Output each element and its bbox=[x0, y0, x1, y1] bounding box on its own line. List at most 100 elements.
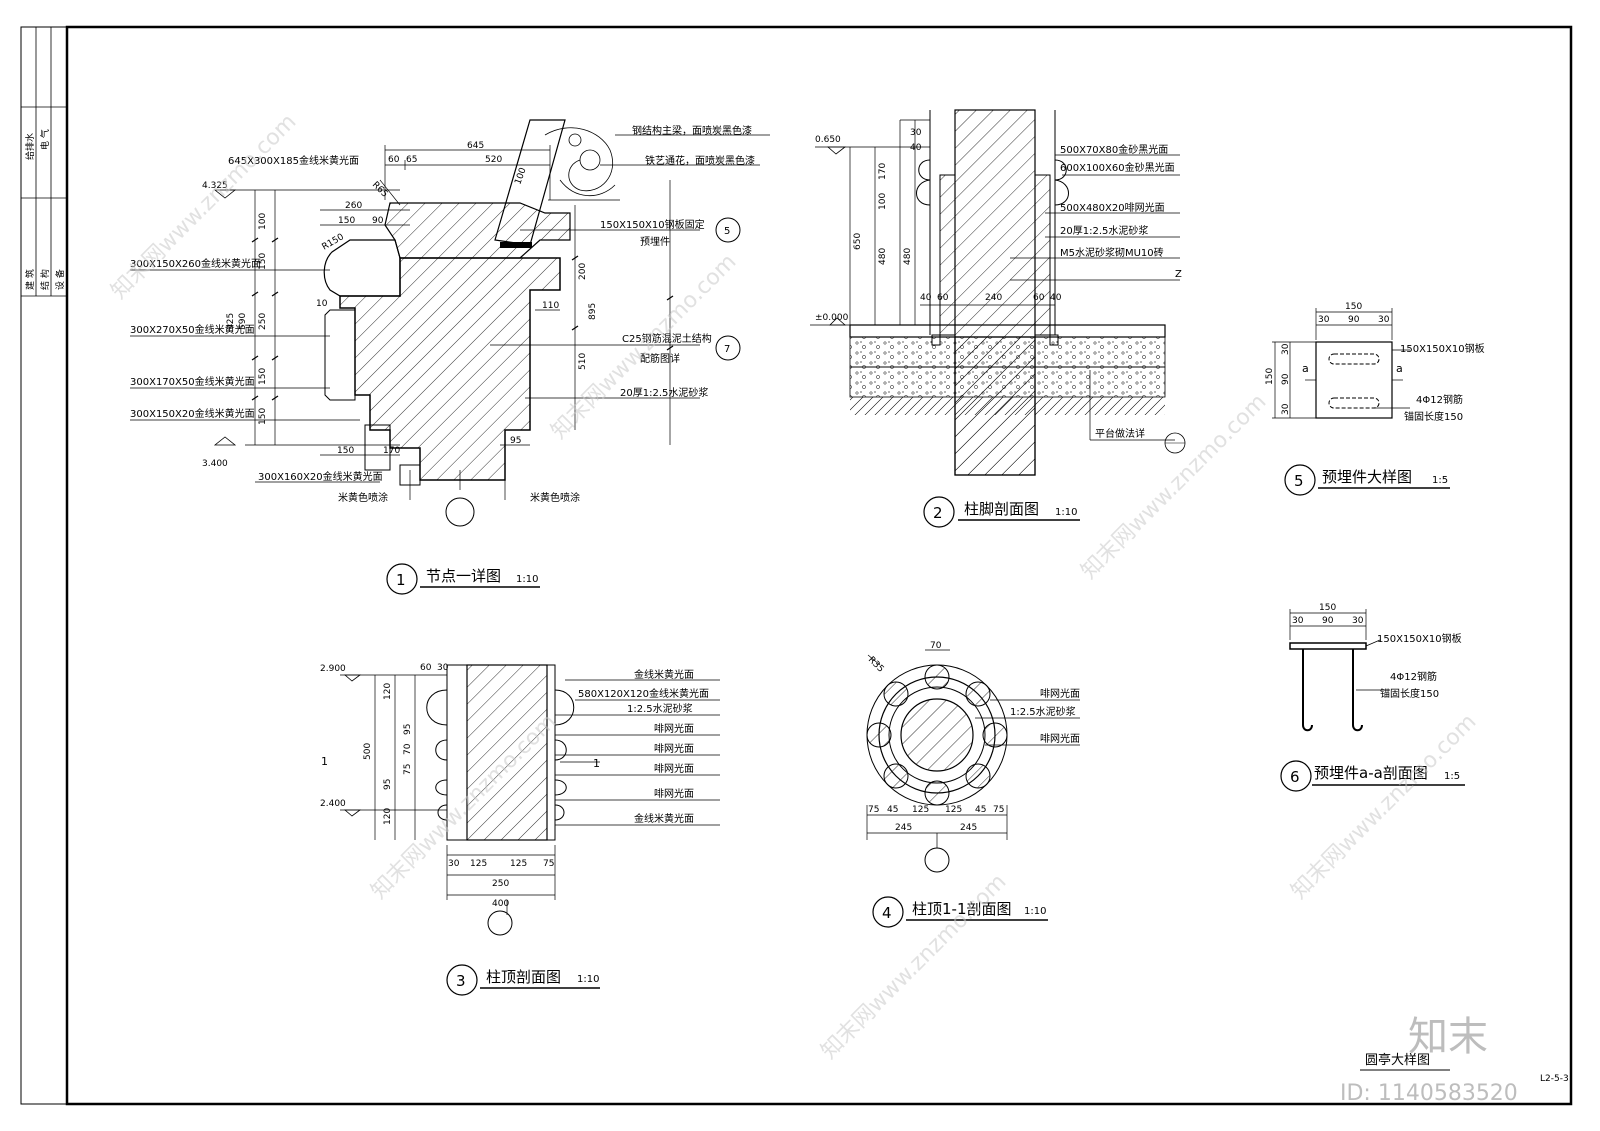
svg-text:650: 650 bbox=[853, 233, 863, 250]
d3-label-5: 啡网光面 bbox=[654, 742, 694, 755]
svg-text:40: 40 bbox=[1050, 293, 1062, 303]
svg-text:30: 30 bbox=[1281, 403, 1291, 415]
d1-label-moulding4: 300X150X20金线米黄光面 bbox=[130, 407, 255, 420]
d2-label-6: Z bbox=[1175, 269, 1182, 280]
svg-text:R35: R35 bbox=[866, 655, 886, 675]
svg-text:125: 125 bbox=[510, 859, 527, 869]
d5-label-anchor: 锚固长度150 bbox=[1404, 410, 1463, 423]
svg-text:90: 90 bbox=[1348, 315, 1360, 325]
detail5-number: 5 bbox=[1294, 472, 1304, 490]
svg-text:R65: R65 bbox=[370, 180, 390, 200]
side-text-5: 设 备 bbox=[54, 269, 66, 290]
detail4-lobes bbox=[866, 664, 1008, 806]
detail-1: 100 bbox=[130, 119, 770, 595]
d1-label-paint-left: 米黄色喷涂 bbox=[338, 491, 388, 504]
svg-text:75: 75 bbox=[993, 805, 1004, 815]
d2-label-5: M5水泥砂浆砌MU10砖 bbox=[1060, 246, 1164, 259]
svg-text:30: 30 bbox=[437, 663, 449, 673]
svg-text:45: 45 bbox=[887, 805, 898, 815]
d6-label-anchor: 锚固长度150 bbox=[1380, 687, 1439, 700]
watermark-id: ID: 1140583520 bbox=[1340, 1081, 1518, 1106]
svg-text:120: 120 bbox=[383, 808, 393, 825]
d5-label-rebar: 4Φ12钢筋 bbox=[1416, 393, 1463, 406]
svg-text:590: 590 bbox=[238, 313, 248, 330]
detail3-column bbox=[466, 664, 548, 841]
svg-text:75: 75 bbox=[543, 859, 554, 869]
svg-text:895: 895 bbox=[588, 303, 598, 320]
svg-text:100: 100 bbox=[878, 193, 888, 210]
detail5-scale: 1:5 bbox=[1432, 475, 1448, 486]
svg-text:60: 60 bbox=[937, 293, 949, 303]
d1-label-plate: 150X150X10钢板固定 bbox=[600, 218, 705, 231]
svg-text:40: 40 bbox=[920, 293, 932, 303]
svg-text:60: 60 bbox=[420, 663, 432, 673]
detail4-number: 4 bbox=[882, 904, 892, 922]
svg-text:30: 30 bbox=[1352, 616, 1364, 626]
svg-text:100: 100 bbox=[258, 213, 268, 230]
svg-text:75: 75 bbox=[868, 805, 879, 815]
svg-text:645: 645 bbox=[467, 141, 484, 151]
svg-text:65: 65 bbox=[406, 155, 417, 165]
svg-text:a: a bbox=[1302, 362, 1309, 375]
svg-text:±0.000: ±0.000 bbox=[815, 313, 849, 323]
d1-label-rebar: 配筋图详 bbox=[640, 352, 680, 365]
detail1-iron-flower bbox=[544, 127, 620, 201]
detail4-title: 柱顶1-1剖面图 bbox=[912, 900, 1012, 918]
d2-label-2: 600X100X60金砂黑光面 bbox=[1060, 161, 1175, 174]
detail6-plate bbox=[1289, 642, 1367, 650]
d1-label-moulding3: 300X170X50金线米黄光面 bbox=[130, 375, 255, 388]
d3-label-7: 啡网光面 bbox=[654, 787, 694, 800]
detail3-number: 3 bbox=[456, 972, 466, 990]
watermark-logo: 知末 bbox=[1408, 1014, 1488, 1060]
d4-label-2: 1:2.5水泥砂浆 bbox=[1010, 705, 1076, 718]
detail1-scale: 1:10 bbox=[516, 574, 538, 585]
d1-label-embed: 预埋件 bbox=[640, 236, 670, 248]
sheet-inner-frame bbox=[65, 25, 1573, 1106]
d3-label-3: 1:2.5水泥砂浆 bbox=[627, 702, 693, 715]
svg-text:125: 125 bbox=[470, 859, 487, 869]
d5-label-plate: 150X150X10钢板 bbox=[1400, 342, 1485, 355]
sheet-frame bbox=[20, 26, 1572, 1105]
d2-label-7: 平台做法详 bbox=[1095, 427, 1145, 440]
d1-label-beam: 钢结构主梁，面喷炭黑色漆 bbox=[632, 124, 752, 137]
svg-text:R150: R150 bbox=[321, 232, 347, 253]
svg-text:知末网www.znzmo.com: 知末网www.znzmo.com bbox=[1287, 709, 1482, 904]
detail1-moulding bbox=[323, 239, 401, 297]
svg-text:30: 30 bbox=[1318, 315, 1330, 325]
svg-text:2.900: 2.900 bbox=[320, 664, 346, 674]
svg-text:925: 925 bbox=[226, 313, 236, 330]
svg-text:1: 1 bbox=[593, 757, 600, 770]
svg-text:170: 170 bbox=[878, 163, 888, 180]
svg-text:95: 95 bbox=[510, 436, 521, 446]
d3-label-6: 啡网光面 bbox=[654, 762, 694, 775]
svg-text:245: 245 bbox=[895, 823, 912, 833]
side-text-4: 结 构 bbox=[39, 269, 51, 290]
svg-text:250: 250 bbox=[258, 313, 268, 330]
d2-label-4: 20厚1:2.5水泥砂浆 bbox=[1060, 224, 1148, 237]
d1-label-base: 300X160X20金线米黄光面 bbox=[258, 470, 383, 483]
svg-text:30: 30 bbox=[1281, 343, 1291, 355]
d1-label-moulding2: 300X270X50金线米黄光面 bbox=[130, 323, 255, 336]
svg-text:0.650: 0.650 bbox=[815, 135, 841, 145]
svg-text:200: 200 bbox=[578, 263, 588, 280]
svg-text:95: 95 bbox=[403, 724, 413, 735]
sheet-title: 圆亭大样图 bbox=[1365, 1052, 1430, 1068]
d1-label-paint-right: 米黄色喷涂 bbox=[530, 491, 580, 504]
detail1-number: 1 bbox=[396, 571, 406, 589]
svg-text:520: 520 bbox=[485, 155, 502, 165]
svg-text:知末网www.znzmo.com: 知末网www.znzmo.com bbox=[1077, 389, 1272, 584]
d3-label-4: 啡网光面 bbox=[654, 722, 694, 735]
svg-text:240: 240 bbox=[985, 293, 1002, 303]
detail-2: 0.650 ±0.000 170 100 30 40 650 480 480 4… bbox=[810, 109, 1186, 528]
svg-text:45: 45 bbox=[975, 805, 986, 815]
sheet-number: L2-5-3 bbox=[1540, 1074, 1569, 1084]
detail4-scale: 1:10 bbox=[1024, 906, 1046, 917]
d1-label-moulding1: 300X150X260金线米黄光面 bbox=[130, 257, 261, 270]
svg-text:知末网www.znzmo.com: 知末网www.znzmo.com bbox=[817, 869, 1012, 1064]
svg-text:2.400: 2.400 bbox=[320, 799, 346, 809]
svg-text:500: 500 bbox=[363, 743, 373, 760]
detail6-scale: 1:5 bbox=[1444, 771, 1460, 782]
detail1-concrete bbox=[339, 257, 561, 481]
svg-text:150: 150 bbox=[1345, 302, 1362, 312]
svg-text:10: 10 bbox=[316, 299, 328, 309]
